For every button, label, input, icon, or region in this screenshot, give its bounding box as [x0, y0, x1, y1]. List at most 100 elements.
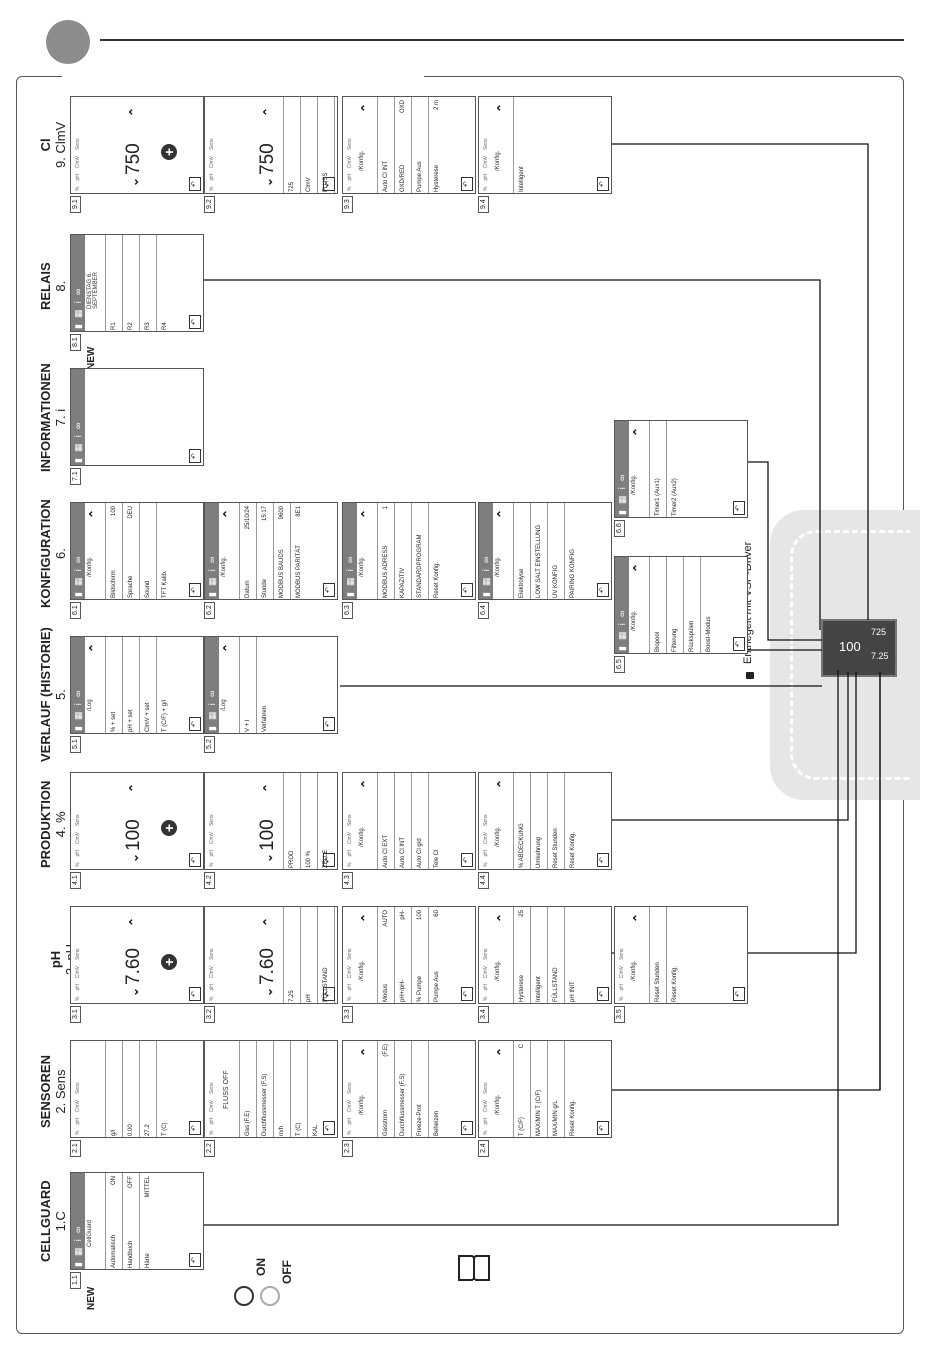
grid-icon[interactable]: ▦	[72, 309, 83, 319]
bar-icon[interactable]: ▮	[72, 592, 83, 597]
screen-tab[interactable]: ClmV	[209, 155, 215, 169]
back-icon[interactable]: ↶	[189, 987, 201, 1001]
increase-arrow-icon[interactable]: ⌃	[127, 782, 141, 793]
back-icon[interactable]: ↶	[323, 1121, 335, 1135]
grid-icon[interactable]: ▦	[72, 1247, 83, 1257]
screen-row[interactable]: Reset Konfig.	[428, 503, 445, 599]
screen-row[interactable]: FÜLLSTAND	[547, 907, 564, 1003]
info-icon[interactable]: ⅰ	[72, 435, 83, 438]
increase-arrow-icon[interactable]: ⌃	[127, 106, 141, 117]
decrease-arrow-icon[interactable]: ⌄	[261, 986, 275, 997]
decrease-arrow-icon[interactable]: ⌄	[127, 176, 141, 187]
screen-row[interactable]: R2	[122, 235, 139, 331]
increase-arrow-icon[interactable]: ⌃	[127, 916, 141, 927]
back-icon[interactable]: ↶	[461, 853, 473, 867]
decrease-arrow-icon[interactable]: ⌄	[127, 986, 141, 997]
screen-tab[interactable]: ClmV	[209, 831, 215, 845]
screen-row[interactable]: pH+/pH-pH-	[394, 907, 411, 1003]
screen-tab[interactable]: ClmV	[347, 1099, 353, 1113]
link-icon[interactable]: ∞	[481, 556, 491, 564]
up-arrow-icon[interactable]: ⌃	[631, 562, 645, 573]
screen-tabs[interactable]: ▮▦ⅰ∞	[205, 637, 219, 733]
info-icon[interactable]: ⅰ	[72, 1239, 83, 1242]
screen-row[interactable]: Elektrolyse	[513, 503, 530, 599]
bar-icon[interactable]: ▮	[616, 510, 627, 515]
info-icon[interactable]: ⅰ	[206, 703, 217, 706]
increase-arrow-icon[interactable]: ⌃	[261, 916, 275, 927]
screen-tab[interactable]: Sens	[483, 948, 489, 960]
up-arrow-icon[interactable]: ⌃	[359, 912, 373, 923]
screen-tab[interactable]: ClmV	[75, 965, 81, 979]
screen-tabs[interactable]: ▮▦ⅰ∞	[479, 503, 493, 599]
grid-icon[interactable]: ▦	[206, 711, 217, 721]
grid-icon[interactable]: ▦	[72, 443, 83, 453]
screen-row[interactable]: T (C/F) + g/l	[156, 637, 173, 733]
screen-tab[interactable]: Sens	[347, 814, 353, 826]
up-arrow-icon[interactable]: ⌃	[495, 508, 509, 519]
screen-tab[interactable]: ClmV	[347, 155, 353, 169]
screen-row[interactable]: STANDARDPROGRAM	[411, 503, 428, 599]
back-icon[interactable]: ↶	[597, 853, 609, 867]
screen-tab[interactable]: Sens	[75, 1082, 81, 1094]
screen-row[interactable]: Reset Konfig.	[564, 1041, 581, 1137]
increase-arrow-icon[interactable]: ⌃	[261, 782, 275, 793]
screen-tabs[interactable]: ▮▦ⅰ∞	[71, 503, 85, 599]
screen-row[interactable]: 27.2	[139, 1041, 156, 1137]
screen-row[interactable]: PROD	[283, 773, 300, 869]
screen-row[interactable]: R4	[156, 235, 173, 331]
up-arrow-icon[interactable]: ⌃	[221, 508, 235, 519]
screen-row[interactable]: pH	[300, 907, 317, 1003]
info-icon[interactable]: ⅰ	[344, 569, 355, 572]
screen-tab[interactable]: Sens	[347, 1082, 353, 1094]
screen-row[interactable]: Beheizen	[428, 1041, 445, 1137]
screen-tab[interactable]: %	[347, 186, 353, 191]
screen-row[interactable]: Reset Stunden	[547, 773, 564, 869]
screen-row[interactable]: T (C)	[156, 1041, 173, 1137]
up-arrow-icon[interactable]: ⌃	[87, 508, 101, 519]
screen-tab[interactable]: %	[483, 1130, 489, 1135]
screen-tab[interactable]: ClmV	[483, 1099, 489, 1113]
screen-row[interactable]: % + set	[105, 637, 122, 733]
screen-row[interactable]: KAL	[307, 1041, 324, 1137]
screen-tabs[interactable]: ▮▦ⅰ∞	[343, 503, 357, 599]
back-icon[interactable]: ↶	[461, 987, 473, 1001]
screen-tab[interactable]: Sens	[483, 814, 489, 826]
up-arrow-icon[interactable]: ⌃	[631, 426, 645, 437]
add-icon[interactable]: +	[161, 144, 177, 160]
back-icon[interactable]: ↶	[597, 1121, 609, 1135]
bar-icon[interactable]: ▮	[72, 726, 83, 731]
link-icon[interactable]: ∞	[73, 690, 83, 698]
screen-row[interactable]: MAX/MIN T (C/F)	[530, 1041, 547, 1137]
screen-row[interactable]: MAX/MIN g/L	[547, 1041, 564, 1137]
screen-row[interactable]: PAIRING KONFIG	[564, 503, 581, 599]
back-icon[interactable]: ↶	[461, 1121, 473, 1135]
screen-row[interactable]: TFT Kalib.	[156, 503, 173, 599]
back-icon[interactable]: ↶	[189, 449, 201, 463]
up-arrow-icon[interactable]: ⌃	[495, 912, 509, 923]
screen-tab[interactable]: Sens	[347, 948, 353, 960]
screen-tab[interactable]: pH	[483, 984, 489, 991]
screen-tab[interactable]: %	[209, 996, 215, 1001]
bar-icon[interactable]: ▮	[344, 592, 355, 597]
screen-tab[interactable]: ClmV	[483, 965, 489, 979]
add-icon[interactable]: +	[161, 954, 177, 970]
back-icon[interactable]: ↶	[733, 637, 745, 651]
screen-tabs[interactable]: ▮▦ⅰ∞	[615, 557, 629, 653]
back-icon[interactable]: ↶	[189, 1121, 201, 1135]
screen-tab[interactable]: pH	[483, 174, 489, 181]
screen-tab[interactable]: pH	[209, 174, 215, 181]
screen-row[interactable]: T (C)	[290, 1041, 307, 1137]
